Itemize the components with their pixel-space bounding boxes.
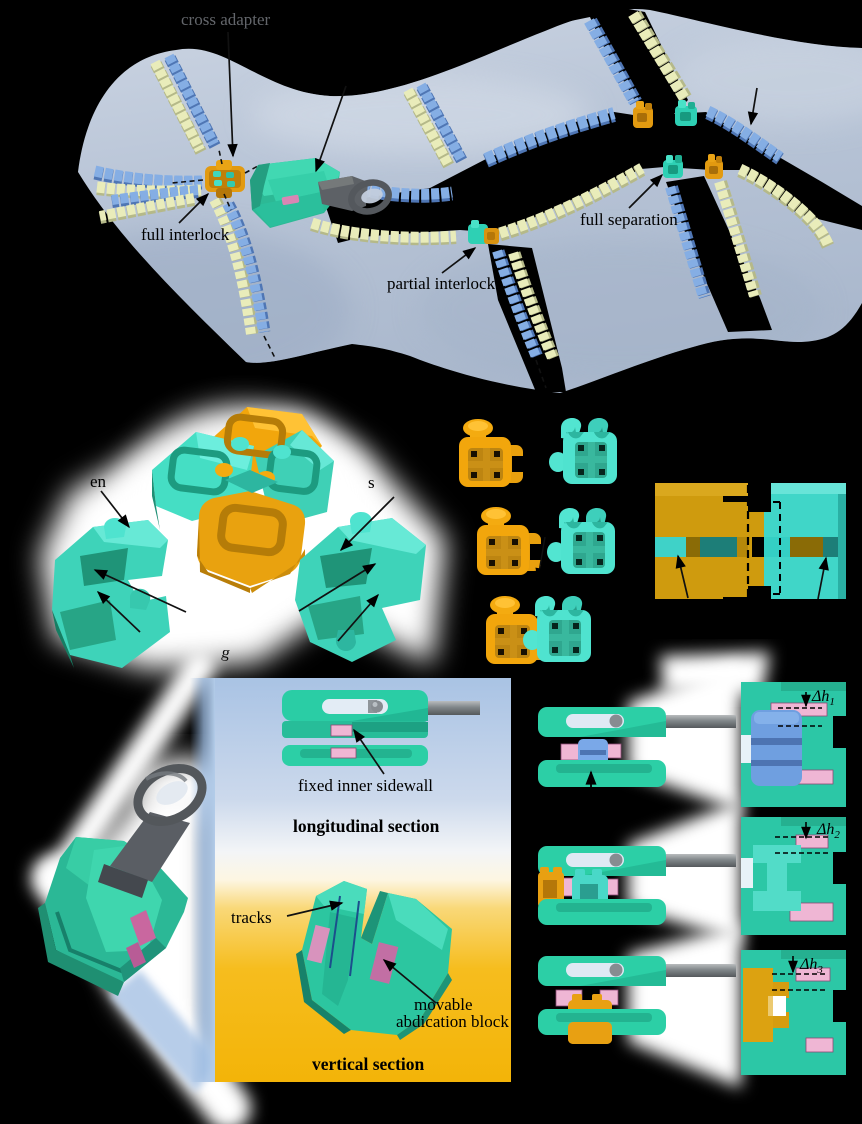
svg-text:Δh1: Δh1: [811, 688, 835, 708]
svg-text:longitudinal section: longitudinal section: [293, 816, 440, 836]
svg-text:en: en: [90, 472, 107, 491]
svg-text:partial interlock: partial interlock: [387, 274, 496, 293]
svg-text:abdication block: abdication block: [396, 1012, 509, 1031]
svg-text:full interlock: full interlock: [141, 225, 230, 244]
svg-text:g: g: [220, 644, 231, 662]
svg-text:tracks: tracks: [231, 908, 272, 927]
svg-text:s: s: [368, 473, 375, 492]
svg-text:vertical section: vertical section: [312, 1054, 425, 1074]
svg-text:Δh2: Δh2: [816, 821, 840, 841]
svg-text:cross adapter: cross adapter: [181, 10, 271, 29]
svg-text:Δh3: Δh3: [799, 956, 823, 976]
svg-text:movable: movable: [414, 995, 473, 1014]
svg-text:fixed inner sidewall: fixed inner sidewall: [298, 776, 433, 795]
svg-text:full separation: full separation: [580, 210, 678, 229]
